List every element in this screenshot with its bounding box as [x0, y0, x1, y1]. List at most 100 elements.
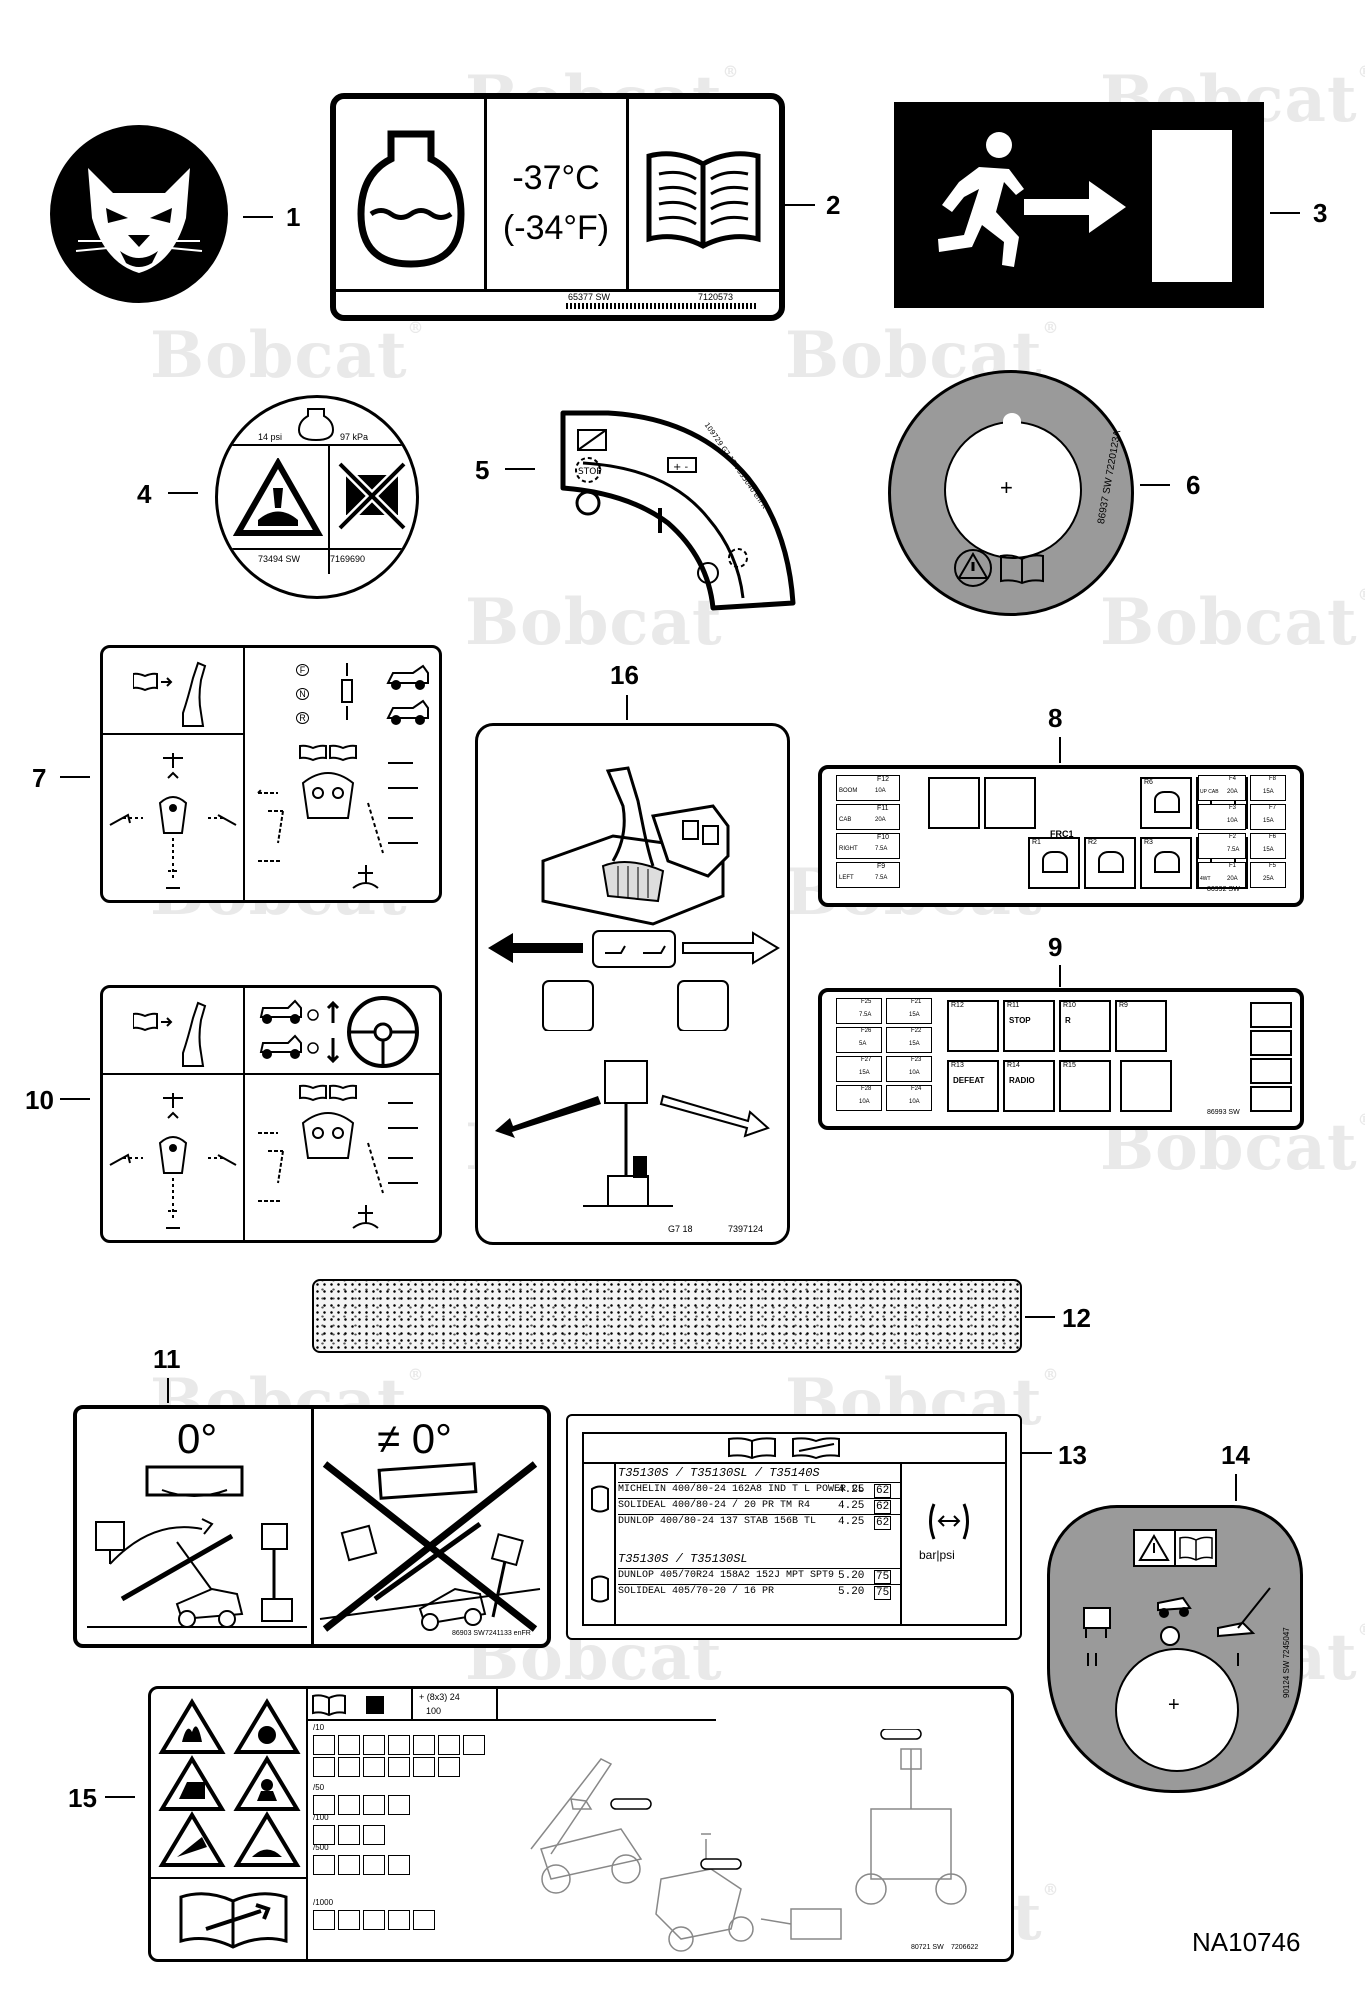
hours-note: 100 — [426, 1706, 442, 1716]
tyre-name: DUNLOP 405/70R24 158A2 152J MPT SPT9 — [618, 1570, 835, 1581]
joystick-console-icon — [541, 766, 730, 926]
manual-and-grease-icon — [312, 1694, 384, 1717]
exit-arrow-icon — [1024, 181, 1126, 233]
fuse-id: F10 — [877, 834, 890, 841]
service-item-icon — [413, 1757, 435, 1777]
relay-id: R2 — [1088, 839, 1097, 846]
part-code: 90124 SW 7245047 — [1282, 1627, 1291, 1698]
relay-name: R — [1065, 1016, 1071, 1025]
oil-capacity-note: + (8x3) 24 — [419, 1692, 460, 1702]
relay-id: R11 — [1007, 1002, 1020, 1009]
pressure-bar: 5.20 — [838, 1586, 865, 1598]
callout-12: 12 — [1062, 1303, 1091, 1333]
service-item-icon — [388, 1910, 410, 1930]
manual-icon — [1000, 554, 1044, 585]
operator-manual-icon — [646, 151, 761, 249]
pressure-psi: 62 — [874, 1484, 892, 1498]
service-item-icon — [313, 1825, 335, 1845]
callout-5: 5 — [475, 455, 490, 485]
relay-symbol-icon — [1042, 851, 1068, 873]
fuse-id: F2 — [1229, 834, 1237, 840]
steering-controls-decal — [100, 985, 442, 1243]
part-number: 7397124 — [728, 1224, 764, 1234]
fuse-amperage: 10A — [875, 788, 886, 794]
callout-7: 7 — [32, 763, 47, 793]
relay-slot: R2 — [1084, 837, 1136, 889]
joystick-controls-decal: F N R — [100, 645, 442, 903]
service-interval: /500 — [313, 1843, 329, 1852]
part-code: 86993 SW — [1207, 1109, 1240, 1116]
fuse-id: F26 — [861, 1028, 872, 1034]
operating-modes-icon — [1083, 1587, 1271, 1666]
service-item-icon — [338, 1855, 360, 1875]
spare-fuse-slot — [1250, 1030, 1292, 1056]
spare-fuse-slot — [1250, 1058, 1292, 1084]
fuse-amperage: 15A — [909, 1041, 920, 1047]
service-item-icon — [363, 1757, 385, 1777]
part-code: 80721 SW — [911, 1944, 944, 1951]
radiator-cap-icon — [297, 408, 335, 442]
relay-slot: R6 — [1140, 777, 1192, 829]
fuse-id: F6 — [1269, 834, 1277, 840]
callout-8: 8 — [1048, 703, 1063, 733]
svg-text:®: ® — [216, 287, 226, 298]
service-item-icon — [313, 1735, 335, 1755]
relay-name: DEFEAT — [953, 1076, 985, 1085]
fuse-amperage: 7.5A — [875, 846, 888, 852]
manual-wrench-icon — [179, 1892, 288, 1949]
service-item-icon — [338, 1795, 360, 1815]
callout-16: 16 — [610, 660, 639, 690]
spare-relay-slot — [1120, 1060, 1172, 1112]
fuse-amperage: 10A — [909, 1070, 920, 1076]
auxiliary-controls-icon — [257, 744, 418, 889]
grey-key-plate-decal: + 90124 SW 7245047 — [1047, 1505, 1303, 1793]
level-indicator-decal: 0° ≠ 0° 86903 SW 7241133 enFR — [73, 1405, 551, 1648]
table-row: MICHELIN 400/80-24 162A8 IND T L POWER C… — [618, 1482, 900, 1499]
fuse-slot: F26 5A — [836, 1027, 882, 1053]
relay-slot: R1 — [1028, 837, 1080, 889]
reverse-label: R — [296, 712, 309, 724]
watermark: Bobcat® — [150, 318, 425, 393]
drawing-id: NA10746 — [1192, 1927, 1301, 1957]
relay-id: R12 — [951, 1002, 964, 1009]
service-item-icon — [363, 1735, 385, 1755]
service-item-icon — [313, 1795, 335, 1815]
manual-and-service-icon — [728, 1437, 840, 1460]
service-item-icon — [313, 1855, 335, 1875]
fuse-id: F11 — [877, 805, 889, 812]
fuse-amperage: 10A — [909, 1099, 920, 1105]
level-ok-label: 0° — [177, 1415, 218, 1462]
tyre-name: SOLIDEAL 405/70-20 / 16 PR — [618, 1586, 775, 1597]
joystick-mode-decal: G7 18 7397124 — [475, 723, 790, 1245]
part-number: 7206622 — [951, 1944, 979, 1951]
boom-joystick-directions-icon — [109, 1093, 237, 1229]
service-item-icon — [338, 1825, 360, 1845]
fuse-amperage: 5A — [859, 1041, 867, 1047]
callout-3: 3 — [1313, 198, 1328, 228]
spare-fuse-slot — [1250, 1002, 1292, 1028]
service-item-icon — [463, 1735, 485, 1755]
auxiliary-controls-icon — [258, 1084, 418, 1229]
callout-14: 14 — [1221, 1440, 1250, 1470]
part-code: 86992 SW — [1207, 886, 1240, 893]
watermark: Bobcat® — [465, 585, 739, 660]
exit-door-icon — [1152, 130, 1232, 282]
emergency-exit-decal — [894, 102, 1264, 308]
service-item-icon — [363, 1825, 385, 1845]
tyre-icon — [591, 1575, 609, 1603]
fuse-id: F5 — [1269, 863, 1277, 869]
service-item-icon — [388, 1757, 410, 1777]
